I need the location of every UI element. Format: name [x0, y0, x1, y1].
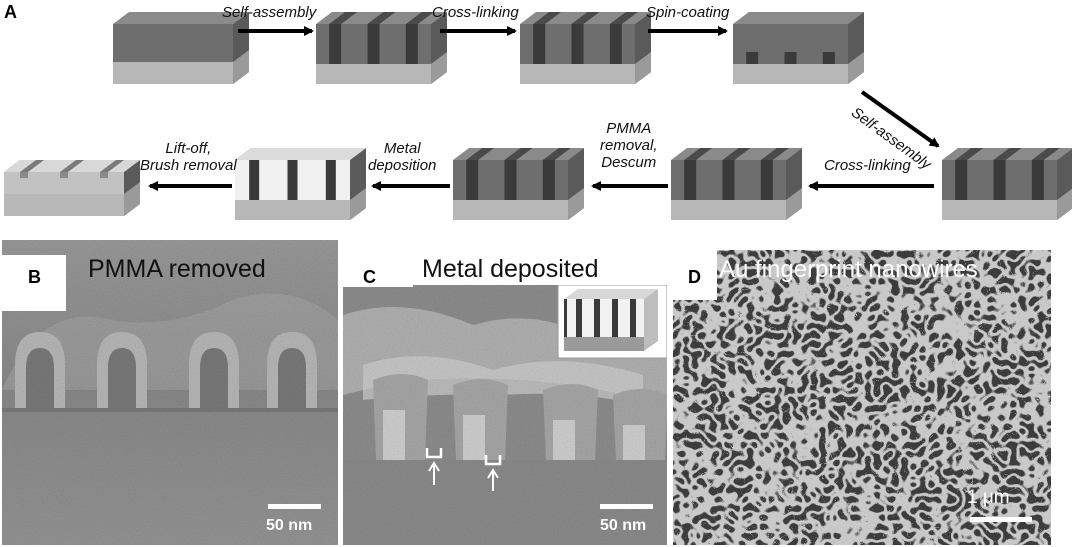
arrow-self-assembly-down	[860, 90, 940, 148]
panel-d-scale-label: 1 μm	[967, 487, 1010, 508]
label-self-assembly: Self-assembly	[222, 4, 317, 21]
panel-c-letter-box	[343, 255, 413, 287]
panel-c-letter: C	[363, 267, 376, 287]
panel-b-letter-box	[2, 255, 66, 311]
block-initial	[113, 12, 249, 84]
label-lift-off: Lift-off, Brush removal	[140, 140, 237, 174]
block-spin-coating	[733, 12, 864, 84]
panel-a-letter: A	[4, 2, 17, 22]
panel-a-schematic	[4, 12, 1072, 220]
panel-c-scale-bar	[600, 504, 653, 509]
panel-b-letter: B	[28, 267, 41, 287]
panel-d-scale-bar	[970, 517, 1032, 522]
panel-c-sem-image	[343, 285, 667, 545]
label-spin-coating: Spin-coating	[646, 4, 730, 21]
panel-d-letter: D	[688, 267, 701, 287]
block-self-assembly	[316, 12, 447, 84]
label-metal-deposition: Metal deposition	[368, 140, 437, 174]
block-self-assembly-2	[942, 148, 1072, 220]
block-cross-linking-2	[671, 148, 802, 220]
block-pmma-removal	[453, 148, 584, 220]
panel-b-scale-bar	[268, 504, 321, 509]
panel-b-title: PMMA removed	[88, 255, 266, 283]
block-lift-off	[4, 160, 140, 216]
label-pmma-removal: PMMA removal, Descum	[600, 120, 658, 171]
panel-d-sem-image	[673, 250, 1051, 545]
label-cross-linking-top: Cross-linking	[432, 4, 519, 21]
panel-c-title: Metal deposited	[422, 255, 599, 283]
panel-b-scale-label: 50 nm	[266, 517, 313, 534]
block-cross-linking	[520, 12, 651, 84]
panel-d-letter-box	[673, 250, 717, 300]
label-cross-linking-bottom: Cross-linking	[824, 157, 911, 174]
block-metal-deposition	[235, 148, 366, 220]
panel-d-title: Au fingerprint nanowires	[719, 256, 978, 283]
panel-c-inset	[557, 285, 667, 359]
panel-c-scale-label: 50 nm	[600, 517, 647, 534]
panel-c-title-box	[413, 255, 667, 285]
